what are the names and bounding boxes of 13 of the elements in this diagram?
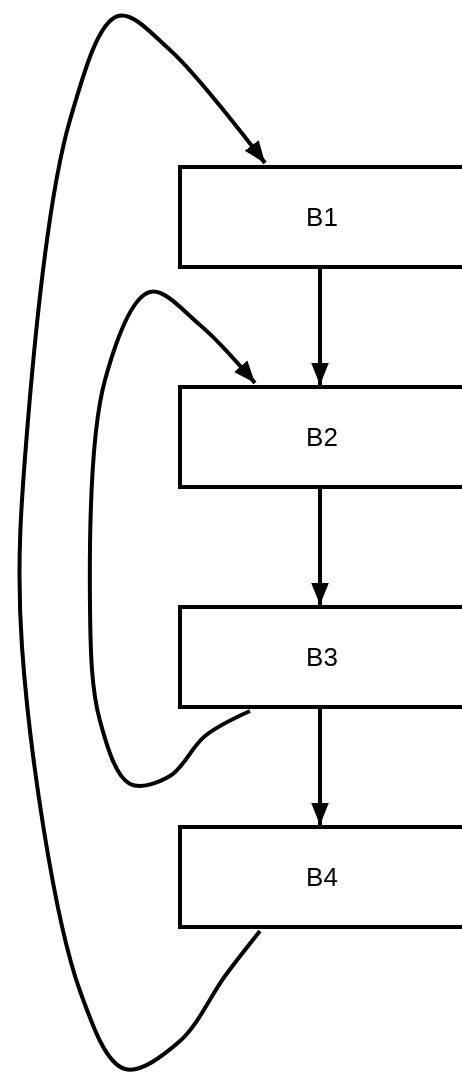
arrow xyxy=(311,269,329,385)
box-label: B1 xyxy=(306,201,338,233)
box-label: B3 xyxy=(306,641,338,673)
process-box xyxy=(178,825,462,929)
process-box xyxy=(178,385,462,489)
process-box xyxy=(178,605,462,709)
box-label: B4 xyxy=(306,861,338,893)
arrow xyxy=(311,709,329,825)
process-box xyxy=(178,165,462,269)
arrow xyxy=(17,13,267,1072)
arrow xyxy=(87,289,257,788)
box-label: B2 xyxy=(306,421,338,453)
arrow xyxy=(311,489,329,605)
